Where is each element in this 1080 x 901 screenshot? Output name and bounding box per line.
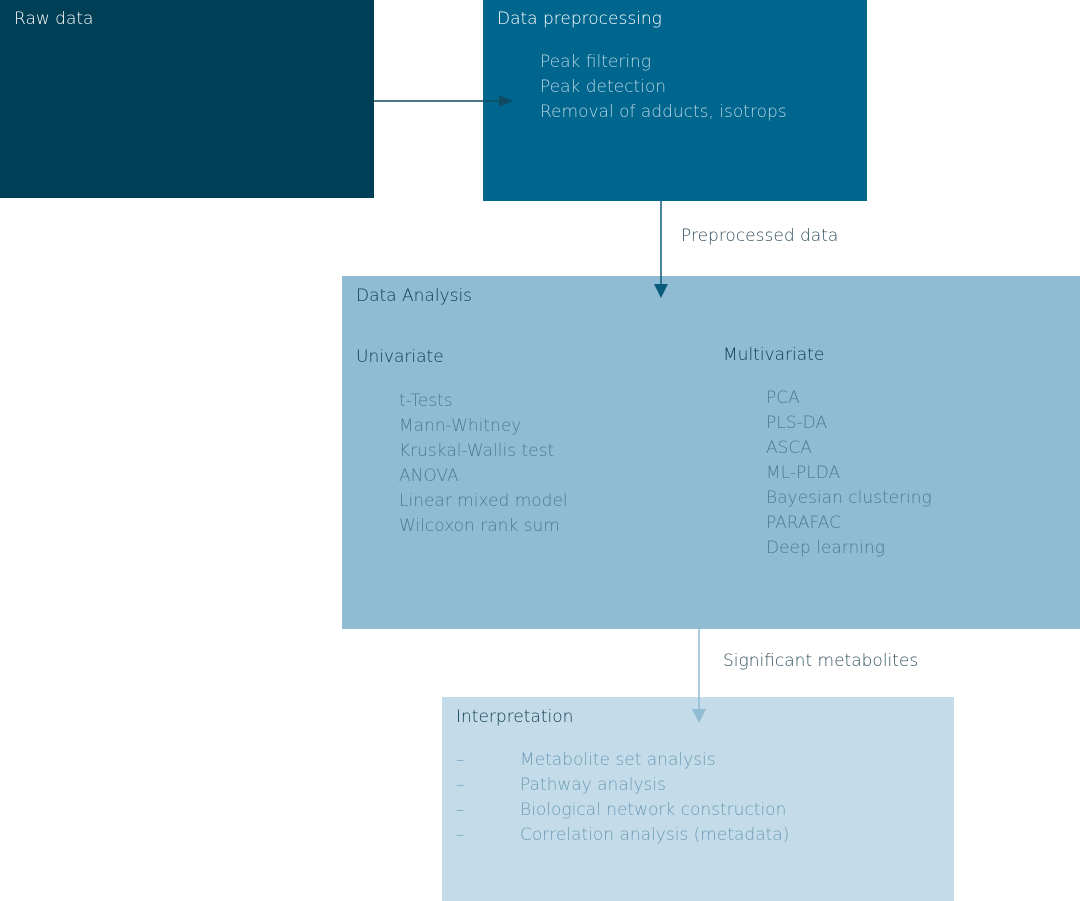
interpretation-item-label: Pathway analysis [520,775,666,795]
univariate-item: t-Tests [399,391,453,411]
preprocessing-item: Peak detection [540,77,667,97]
interpretation-title: Interpretation [456,707,574,727]
data-analysis-box: Data Analysis Univariate Multivariate t-… [342,276,1080,629]
interpretation-item-label: Biological network construction [520,800,787,820]
interpretation-item: – Correlation analysis (metadata) [456,823,789,848]
arrow-raw-to-preprocessing [374,95,513,107]
preprocessing-title: Data preprocessing [497,9,662,29]
univariate-item: Wilcoxon rank sum [399,516,560,536]
univariate-item: Linear mixed model [399,491,568,511]
preprocessing-box: Data preprocessing Peak filtering Peak d… [483,0,867,201]
multivariate-item: Deep learning [766,538,885,558]
arrow-preprocessing-to-analysis [654,201,668,298]
univariate-list: t-Tests Mann-Whitney Kruskal-Wallis test… [399,389,568,539]
interpretation-item: – Pathway analysis [456,773,789,798]
multivariate-item: Bayesian clustering [766,488,932,508]
interpretation-box: Interpretation – Metabolite set analysis… [442,697,954,901]
univariate-title: Univariate [356,347,444,367]
raw-data-box: Raw data [0,0,374,198]
dash-bullet: – [456,750,465,770]
preprocessing-item: Peak filtering [540,52,652,72]
preprocessed-data-label: Preprocessed data [681,226,839,246]
data-analysis-title: Data Analysis [356,286,473,306]
arrow-analysis-to-interpretation [692,629,706,723]
dash-bullet: – [456,825,465,845]
significant-metabolites-label: Significant metabolites [723,651,919,671]
arrow-head [654,284,668,298]
dash-bullet: – [456,775,465,795]
multivariate-item: PLS-DA [766,413,828,433]
univariate-item: Mann-Whitney [399,416,522,436]
interpretation-item-label: Correlation analysis (metadata) [520,825,790,845]
interpretation-list: – Metabolite set analysis – Pathway anal… [456,748,789,848]
multivariate-title: Multivariate [723,345,825,365]
interpretation-item-label: Metabolite set analysis [520,750,716,770]
multivariate-item: PARAFAC [766,513,841,533]
raw-data-title: Raw data [14,9,94,29]
univariate-item: Kruskal-Wallis test [399,441,555,461]
multivariate-item: ASCA [766,438,812,458]
univariate-item: ANOVA [399,466,459,486]
multivariate-item: PCA [766,388,800,408]
arrow-head [499,95,513,107]
preprocessing-item: Removal of adducts, isotrops [540,102,787,122]
arrow-head [692,709,706,723]
interpretation-item: – Metabolite set analysis [456,748,789,773]
multivariate-list: PCA PLS-DA ASCA ML-PLDA Bayesian cluster… [766,386,932,561]
preprocessing-list: Peak filtering Peak detection Removal of… [540,50,787,125]
multivariate-item: ML-PLDA [766,463,841,483]
dash-bullet: – [456,800,465,820]
interpretation-item: – Biological network construction [456,798,789,823]
